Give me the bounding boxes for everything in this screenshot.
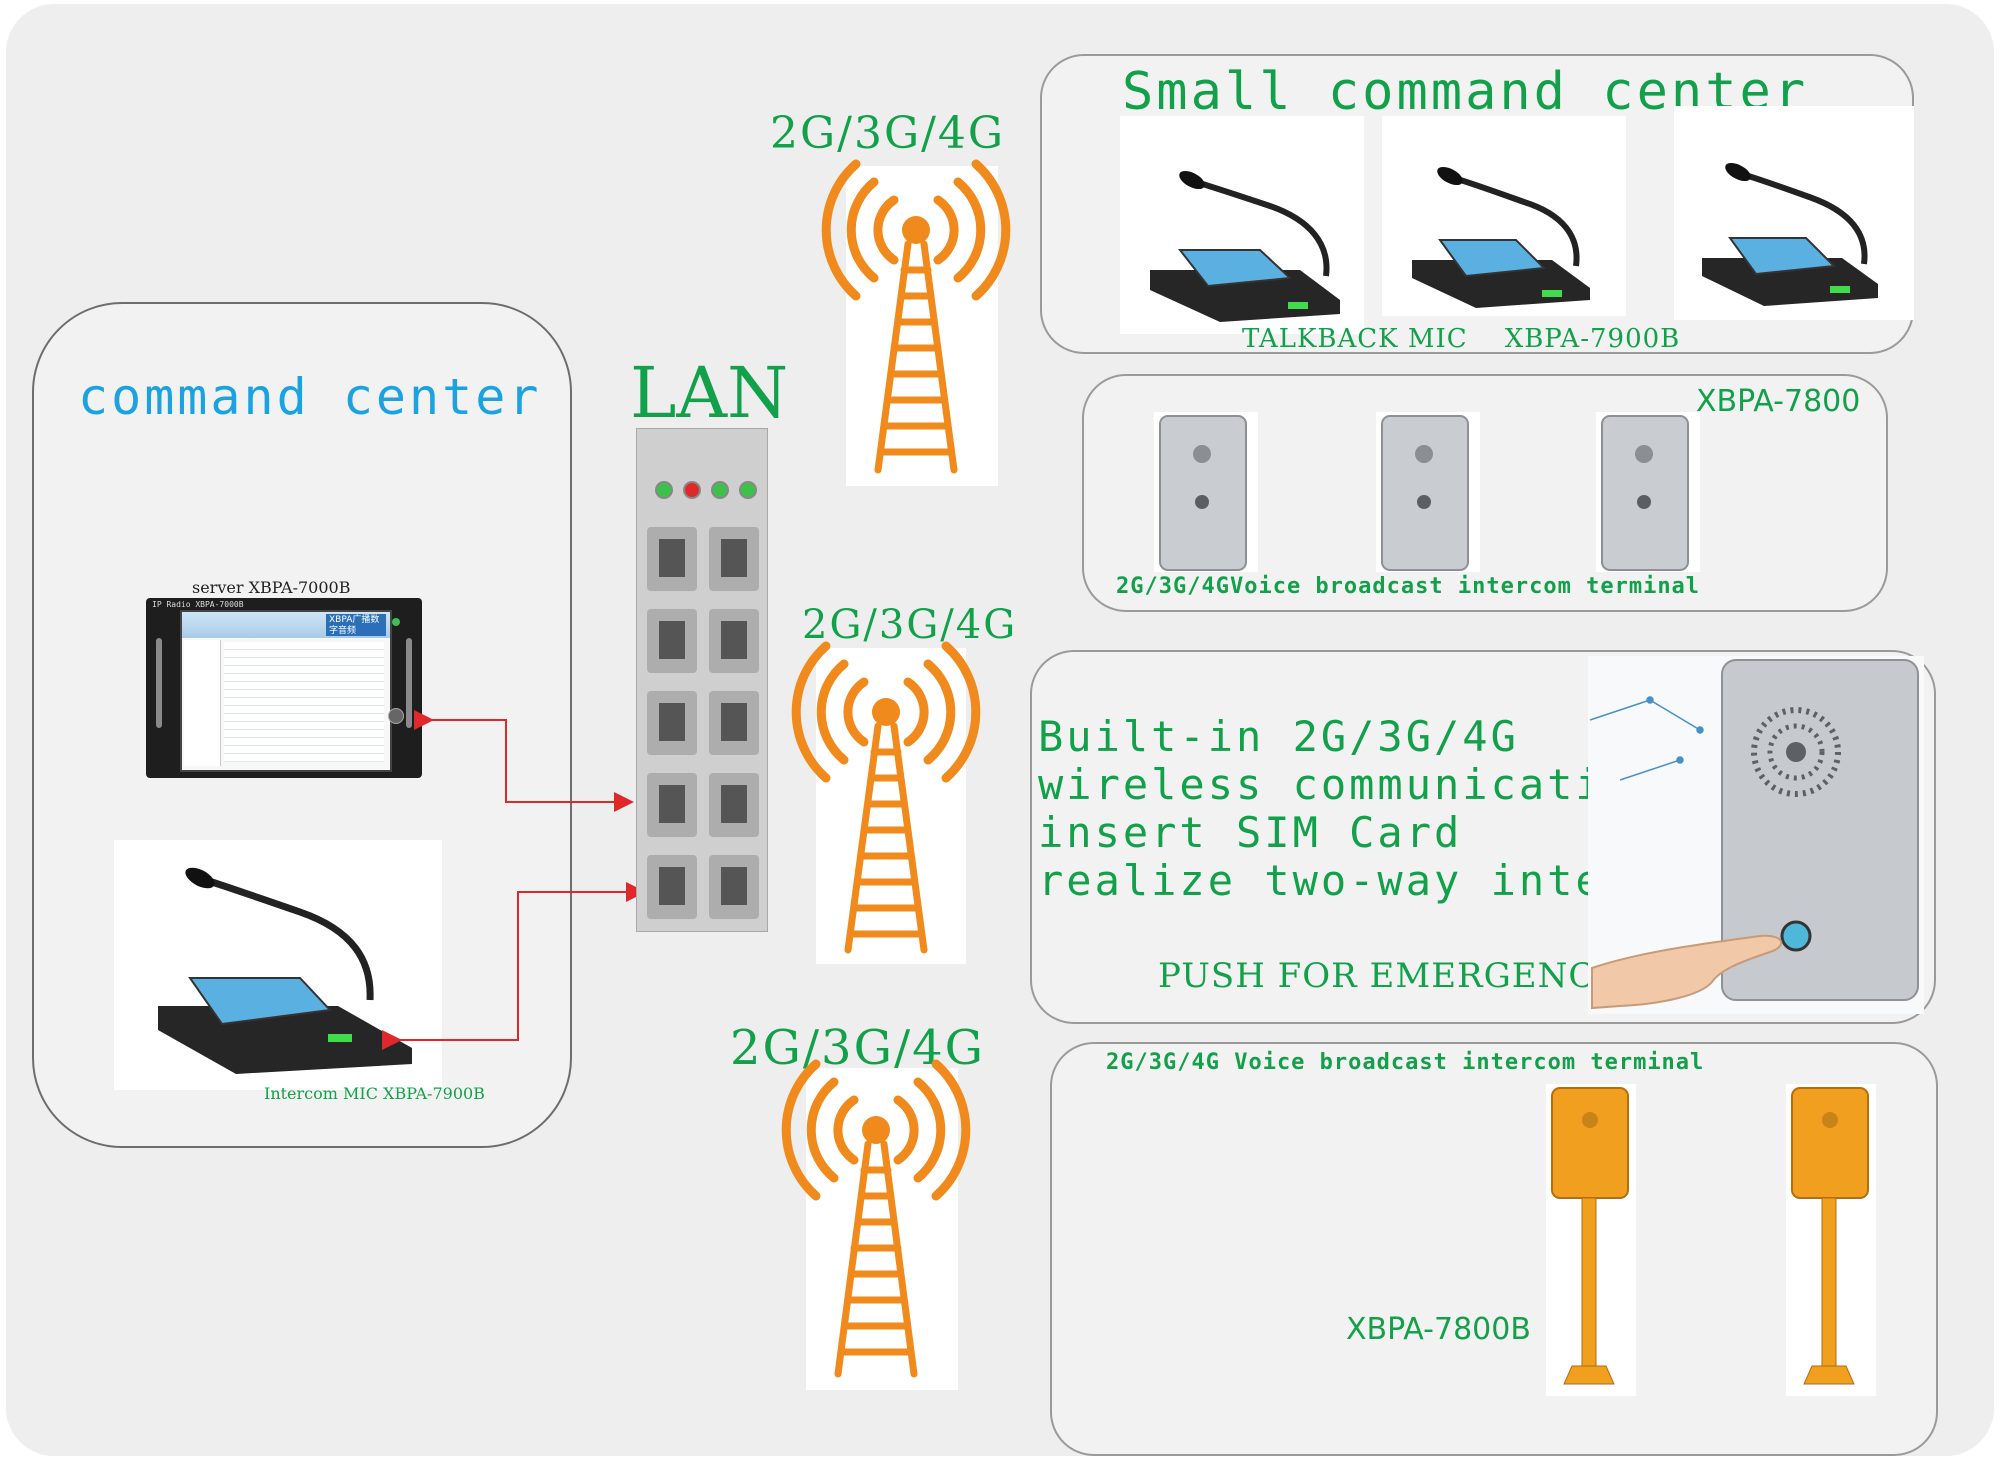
lan-port bbox=[709, 773, 759, 837]
lan-port bbox=[647, 609, 697, 673]
xbpa-7800-terminal bbox=[1154, 412, 1258, 572]
tower-signal-wave bbox=[833, 1095, 859, 1165]
server-power-button bbox=[392, 618, 400, 626]
tower-signal-wave bbox=[843, 677, 869, 747]
tower-2-label: 2G/3G/4G bbox=[802, 602, 1018, 648]
network-lines bbox=[1589, 696, 1704, 781]
lan-switch bbox=[636, 428, 768, 932]
lan-port bbox=[709, 691, 759, 755]
tower-signal-wave bbox=[903, 677, 929, 747]
lan-port bbox=[647, 527, 697, 591]
tower-signal-wave bbox=[953, 177, 986, 283]
server-right-handle bbox=[406, 638, 412, 728]
xbpa-7800-caption: 2G/3G/4GVoice broadcast intercom termina… bbox=[1116, 574, 1701, 599]
tower-signal-wave bbox=[873, 195, 899, 265]
talkback-mic-device-3 bbox=[1702, 162, 1878, 306]
builtin-line-3: insert SIM Card bbox=[1038, 808, 1463, 857]
tower-signal-wave bbox=[941, 641, 981, 783]
xbpa-7800b-model: XBPA-7800B bbox=[1346, 1312, 1531, 1347]
tower-3-top bbox=[862, 1116, 890, 1144]
tower-signal-wave bbox=[931, 1059, 971, 1201]
lan-port bbox=[647, 855, 697, 919]
tower-1-top bbox=[902, 216, 930, 244]
builtin-line-1: Built-in 2G/3G/4G bbox=[1038, 712, 1519, 761]
xbpa-7800-terminal bbox=[1376, 412, 1480, 572]
server-left-handle bbox=[156, 638, 162, 728]
tower-lattice bbox=[844, 722, 928, 954]
lan-port bbox=[709, 855, 759, 919]
lan-led-2 bbox=[683, 481, 701, 499]
xbpa-7800-model: XBPA-7800 bbox=[1696, 384, 1861, 419]
intercom-mic-screen bbox=[188, 977, 333, 1026]
server-screen-tree bbox=[184, 640, 221, 766]
tower-signal-wave bbox=[816, 659, 849, 765]
server-lan-arrow bbox=[414, 710, 634, 812]
lan-label: LAN bbox=[630, 352, 789, 434]
intercom-mic-head bbox=[185, 867, 215, 889]
command-center-title: command center bbox=[78, 368, 542, 426]
intercom-mic-led bbox=[328, 1034, 352, 1042]
mic-lan-arrow bbox=[382, 882, 646, 1050]
tower-1-label: 2G/3G/4G bbox=[770, 108, 1006, 159]
intercom-mic-label: Intercom MIC XBPA-7900B bbox=[264, 1084, 485, 1103]
tower-lattice bbox=[834, 1140, 918, 1378]
xbpa-7800b-caption: 2G/3G/4G Voice broadcast intercom termin… bbox=[1106, 1050, 1705, 1075]
emergency-button-icon bbox=[1780, 920, 1812, 952]
server-screen-header: IP Radio XBPA-7000B bbox=[152, 600, 244, 609]
tower-signal-wave bbox=[923, 659, 956, 765]
server-screen-brand: XBPA广播数字音频 bbox=[326, 614, 386, 636]
talkback-mic-caption: TALKBACK MIC XBPA-7900B bbox=[1242, 324, 1681, 354]
talkback-mic-device-2 bbox=[1412, 166, 1590, 308]
xbpa-7800b-pole-terminal bbox=[1546, 1084, 1636, 1396]
tower-2-top bbox=[872, 698, 900, 726]
tower-signal-wave bbox=[913, 1077, 946, 1183]
tower-signal-wave bbox=[791, 641, 831, 783]
tower-signal-wave bbox=[781, 1059, 821, 1201]
server-screen-list bbox=[224, 642, 384, 762]
lan-port bbox=[709, 609, 759, 673]
tower-signal-wave bbox=[933, 195, 959, 265]
speaker-grille-icon bbox=[1751, 707, 1841, 797]
tower-signal-wave bbox=[971, 159, 1011, 301]
server-device: IP Radio XBPA-7000B XBPA广播数字音频 bbox=[146, 598, 422, 778]
server-label: server XBPA-7000B bbox=[192, 578, 351, 597]
xbpa-7800b-pole-terminal bbox=[1786, 1084, 1876, 1396]
xbpa-7800-terminal bbox=[1596, 412, 1700, 572]
lan-led-1 bbox=[655, 481, 673, 499]
lan-led-3 bbox=[711, 481, 729, 499]
tower-signal-wave bbox=[806, 1077, 839, 1183]
builtin-line-2: wireless communication bbox=[1038, 760, 1661, 809]
lan-led-4 bbox=[739, 481, 757, 499]
tower-signal-wave bbox=[893, 1095, 919, 1165]
talkback-mic-device-1 bbox=[1150, 170, 1340, 322]
intercom-mic-gooseneck bbox=[204, 876, 374, 1001]
server-knob bbox=[388, 708, 404, 724]
tower-signal-wave bbox=[821, 159, 861, 301]
server-screen: XBPA广播数字音频 bbox=[180, 610, 392, 772]
lan-port bbox=[647, 691, 697, 755]
lan-port bbox=[647, 773, 697, 837]
lan-port bbox=[709, 527, 759, 591]
tower-lattice bbox=[874, 240, 958, 474]
pointing-hand-icon bbox=[1591, 934, 1783, 1010]
tower-signal-wave bbox=[846, 177, 879, 283]
push-for-emergency-label: PUSH FOR EMERGENCY bbox=[1158, 956, 1619, 996]
